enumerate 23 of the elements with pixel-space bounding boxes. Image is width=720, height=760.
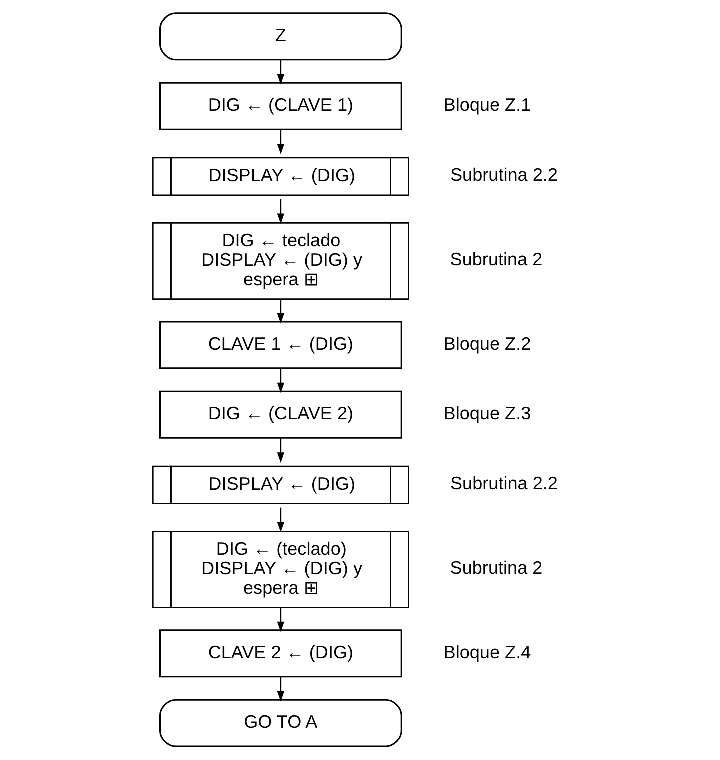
node-label: Bloque Z.3: [444, 404, 532, 424]
node-label: Subrutina 2.2: [450, 164, 558, 185]
arrow: [277, 508, 285, 533]
arrow: [277, 608, 285, 632]
node-label: Subrutina 2: [450, 249, 543, 270]
arrow: [277, 438, 285, 463]
node-label: Bloque Z.1: [444, 95, 532, 116]
arrow: [277, 130, 285, 154]
node-label: Bloque Z.4: [444, 642, 532, 662]
node-label: Subrutina 2: [450, 558, 543, 578]
node-box: CLAVE 2 ← (DIG): [159, 630, 402, 678]
node-box: Z: [159, 12, 402, 61]
node-box: GO TO A: [159, 699, 402, 748]
node-box: CLAVE 1 ← (DIG): [159, 321, 402, 370]
arrow: [277, 368, 285, 394]
node-box: DIG ← (CLAVE 1): [159, 82, 402, 130]
node-label: Subrutina 2.2: [450, 473, 558, 494]
node-box: DIG ← (CLAVE 2): [159, 390, 402, 439]
arrow: [277, 60, 285, 85]
arrow: [277, 299, 285, 324]
node-label: Bloque Z.2: [444, 334, 532, 354]
arrow: [277, 676, 285, 702]
arrow: [277, 199, 285, 224]
